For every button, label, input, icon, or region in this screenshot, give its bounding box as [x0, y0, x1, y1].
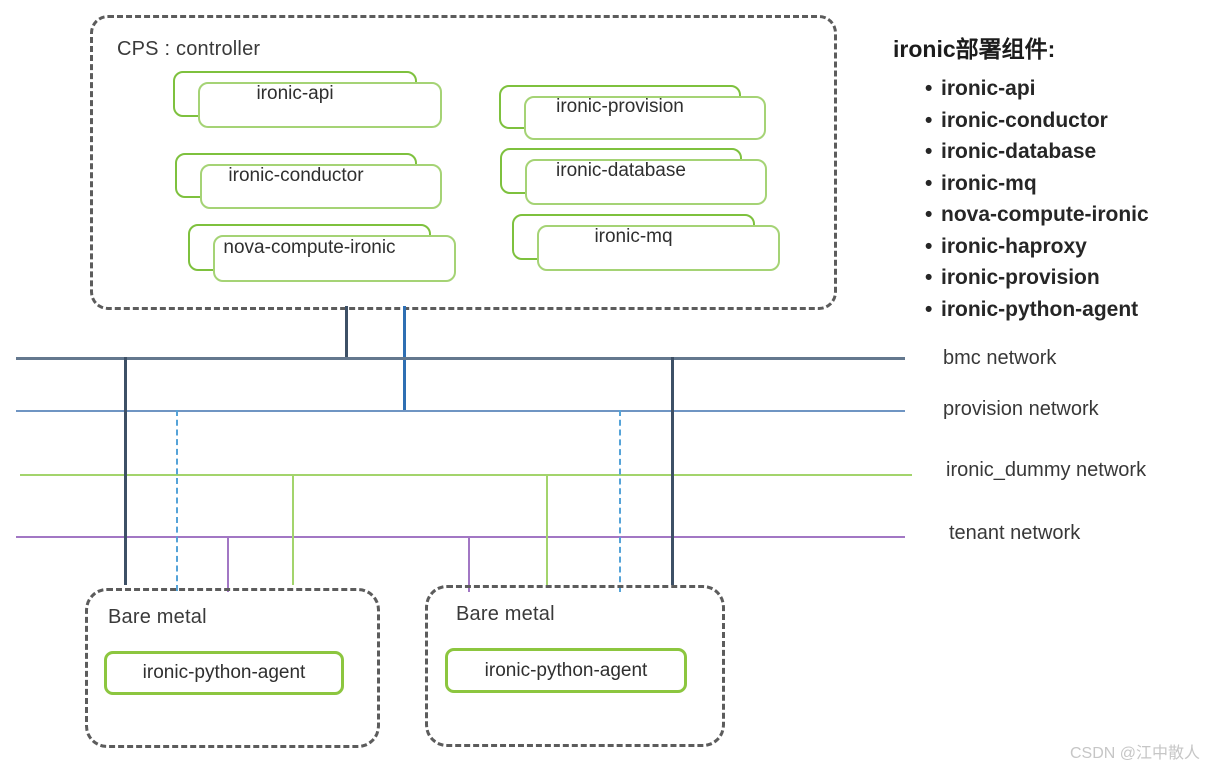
component-label: ironic-api: [256, 83, 334, 104]
provision-to-baremetal2-connector: [619, 410, 621, 592]
ironic-python-agent-box-2: ironic-python-agent: [445, 648, 687, 693]
bare-metal-box-2: Bare metal: [425, 585, 725, 747]
bmc-to-baremetal1-connector: [124, 357, 127, 585]
ironic-python-agent-box-1: ironic-python-agent: [104, 651, 344, 695]
provision-network-label: provision network: [943, 398, 1099, 420]
legend: ironic部署组件: •ironic-api •ironic-conducto…: [893, 30, 1149, 325]
cps-controller-title: CPS : controller: [117, 38, 261, 60]
legend-item: •ironic-conductor: [893, 105, 1149, 137]
ironic-dummy-network-line: [20, 474, 912, 476]
dummy-to-baremetal1-connector: [292, 474, 294, 585]
legend-item: •ironic-provision: [893, 262, 1149, 294]
tenant-network-label: tenant network: [949, 522, 1081, 544]
bare-metal-2-title: Bare metal: [456, 603, 555, 625]
bullet-icon: •: [925, 140, 933, 163]
component-label: ironic-provision: [556, 96, 684, 117]
legend-item: •ironic-database: [893, 136, 1149, 168]
component-box-ironic-database: ironic-database: [500, 148, 767, 205]
legend-item: •ironic-haproxy: [893, 231, 1149, 263]
bullet-icon: •: [925, 203, 933, 226]
provision-network-line: [16, 410, 905, 412]
legend-title: ironic部署组件:: [893, 36, 1056, 62]
ironic-dummy-network-label: ironic_dummy network: [946, 459, 1147, 481]
cps-to-bmc-connector: [345, 306, 348, 358]
bullet-icon: •: [925, 266, 933, 289]
bare-metal-box-1: Bare metal: [85, 588, 380, 748]
legend-item: •ironic-mq: [893, 168, 1149, 200]
bullet-icon: •: [925, 297, 933, 321]
bullet-icon: •: [925, 77, 933, 100]
cps-controller-box: CPS : controller: [90, 15, 837, 310]
component-box-ironic-conductor: ironic-conductor: [175, 153, 442, 209]
component-box-ironic-api: ironic-api: [173, 71, 442, 128]
bmc-network-label: bmc network: [943, 347, 1057, 369]
component-box-ironic-mq: ironic-mq: [512, 214, 780, 271]
dummy-to-baremetal2-connector: [546, 474, 548, 585]
component-label: ironic-conductor: [228, 164, 364, 186]
bare-metal-1-title: Bare metal: [108, 606, 207, 628]
provision-to-baremetal1-connector: [176, 410, 178, 591]
bullet-icon: •: [925, 234, 933, 258]
bmc-network-line: [16, 357, 905, 360]
bmc-to-baremetal2-connector: [671, 357, 674, 585]
legend-item: •ironic-python-agent: [893, 294, 1149, 326]
legend-item: •nova-compute-ironic: [893, 199, 1149, 231]
component-box-nova-compute-ironic: nova-compute-ironic: [188, 224, 456, 282]
bullet-icon: •: [925, 108, 933, 132]
tenant-network-line: [16, 536, 905, 538]
bullet-icon: •: [925, 171, 933, 195]
component-label: nova-compute-ironic: [223, 236, 396, 258]
legend-item: •ironic-api: [893, 73, 1149, 105]
watermark: CSDN @江中散人: [1070, 745, 1201, 762]
component-label: ironic-database: [556, 160, 686, 181]
component-box-ironic-provision: ironic-provision: [499, 85, 766, 140]
component-label: ironic-mq: [594, 226, 673, 247]
legend-list: •ironic-api •ironic-conductor •ironic-da…: [893, 73, 1149, 325]
tenant-to-baremetal2-connector: [468, 536, 470, 592]
tenant-to-baremetal1-connector: [227, 536, 229, 592]
